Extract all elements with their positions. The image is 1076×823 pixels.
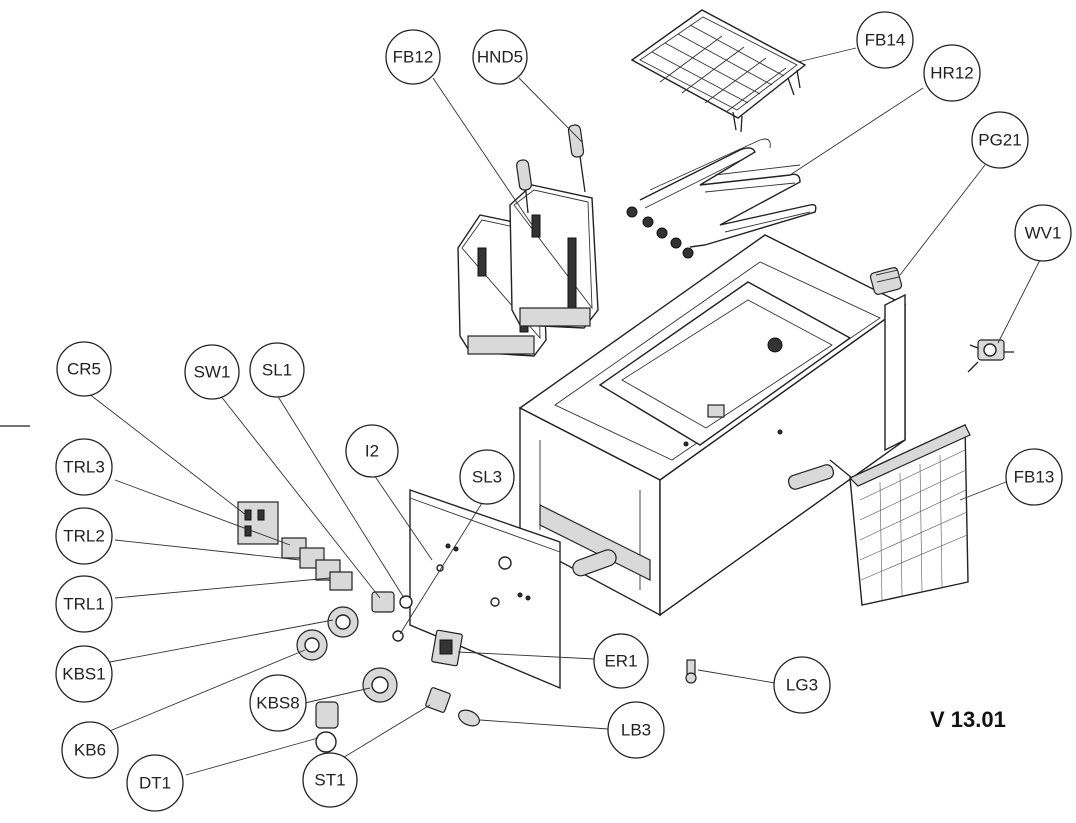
callout-TRL1: TRL1 bbox=[55, 575, 113, 633]
callout-TRL2: TRL2 bbox=[55, 507, 113, 565]
contactor-part bbox=[237, 501, 279, 545]
callout-SL1: SL1 bbox=[249, 342, 305, 398]
callout-label: KBS8 bbox=[256, 694, 299, 713]
fryer-body-part bbox=[518, 234, 907, 617]
terminal-rails-part bbox=[281, 537, 353, 591]
knobs-part bbox=[296, 606, 398, 703]
callout-FB14: FB14 bbox=[856, 11, 914, 69]
callout-ER1: ER1 bbox=[593, 633, 649, 689]
callout-label: HND5 bbox=[477, 48, 523, 67]
callout-label: FB14 bbox=[865, 31, 906, 50]
callout-label: HR12 bbox=[930, 64, 973, 83]
drain-valve-part bbox=[869, 267, 903, 295]
callout-label: DT1 bbox=[139, 774, 171, 793]
callout-HR12: HR12 bbox=[923, 44, 981, 102]
callout-HND5: HND5 bbox=[472, 29, 528, 85]
callout-label: PG21 bbox=[978, 131, 1021, 150]
callout-PG21: PG21 bbox=[971, 111, 1029, 169]
callout-SL3: SL3 bbox=[459, 449, 515, 505]
callout-LB3: LB3 bbox=[607, 701, 665, 759]
thermostat-part bbox=[315, 701, 339, 753]
callout-label: SW1 bbox=[194, 363, 231, 382]
version-label: V 13.01 bbox=[930, 707, 1006, 732]
switches-lamps-part bbox=[371, 591, 413, 642]
water-valve-part bbox=[967, 339, 1014, 373]
callout-label: FB12 bbox=[393, 48, 434, 67]
callout-CR5: CR5 bbox=[56, 341, 112, 397]
wire-rack-part bbox=[630, 9, 807, 133]
callout-ST1: ST1 bbox=[302, 752, 358, 808]
callout-label: TRL2 bbox=[63, 527, 105, 546]
small-baskets-part bbox=[457, 124, 599, 357]
callout-label: SL1 bbox=[262, 361, 292, 380]
callout-label: WV1 bbox=[1025, 224, 1062, 243]
callout-label: TRL1 bbox=[63, 595, 105, 614]
callout-label: CR5 bbox=[67, 360, 101, 379]
callout-SW1: SW1 bbox=[184, 344, 240, 400]
heating-element-part bbox=[626, 138, 817, 259]
callout-label: ST1 bbox=[314, 771, 345, 790]
callout-KBS8: KBS8 bbox=[249, 674, 307, 732]
callout-WV1: WV1 bbox=[1014, 204, 1072, 262]
callout-DT1: DT1 bbox=[126, 754, 184, 812]
leg-part bbox=[685, 659, 697, 684]
lamp-holder-part bbox=[458, 709, 480, 727]
callout-I2: I2 bbox=[345, 424, 399, 478]
callout-LG3: LG3 bbox=[773, 656, 831, 714]
large-basket-part bbox=[787, 423, 971, 606]
safety-thermostat-part bbox=[425, 687, 451, 713]
callout-FB13: FB13 bbox=[1005, 448, 1063, 506]
leader-lines bbox=[83, 47, 1041, 776]
callout-label: KBS1 bbox=[62, 665, 105, 684]
callout-label: SL3 bbox=[472, 468, 502, 487]
callout-FB12: FB12 bbox=[385, 29, 441, 85]
callout-label: FB13 bbox=[1014, 468, 1055, 487]
callout-KB6: KB6 bbox=[61, 721, 119, 779]
callout-label: TRL3 bbox=[63, 458, 105, 477]
callout-TRL3: TRL3 bbox=[55, 438, 113, 496]
relay-part bbox=[431, 629, 463, 667]
callout-label: I2 bbox=[365, 442, 379, 461]
callout-KBS1: KBS1 bbox=[55, 645, 113, 703]
callout-label: LG3 bbox=[786, 676, 818, 695]
callout-label: ER1 bbox=[604, 652, 637, 671]
callout-label: KB6 bbox=[74, 741, 106, 760]
callout-label: LB3 bbox=[621, 721, 651, 740]
